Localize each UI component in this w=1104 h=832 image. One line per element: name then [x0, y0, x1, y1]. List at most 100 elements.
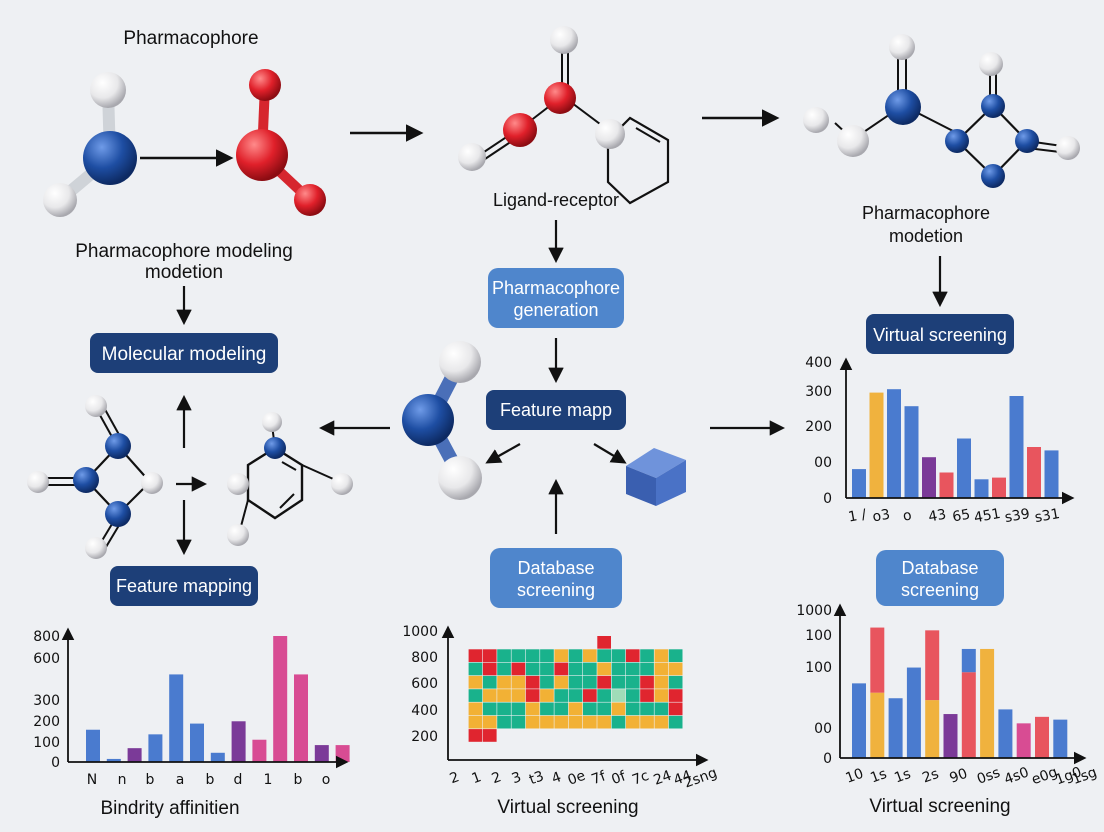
bind-x-tick: b — [146, 772, 155, 788]
box-database-screening-right[interactable]: Database screening — [876, 550, 1004, 606]
vtop-bar — [1009, 396, 1024, 498]
heat-cell — [611, 662, 626, 676]
heat-cell — [468, 649, 483, 662]
heat-cell — [482, 662, 497, 676]
heat-cell — [654, 702, 669, 716]
box-feature-mapping-left-label: Feature mapping — [116, 576, 252, 596]
vtop-bar — [957, 438, 971, 498]
heat-cell — [583, 675, 597, 689]
label-modeling-right-1: Pharmacophore — [862, 203, 990, 223]
bind-x-tick: a — [176, 772, 185, 788]
bind-bar — [314, 745, 329, 762]
bind-x-tick: n — [118, 772, 127, 788]
heat-cell — [625, 675, 640, 689]
heat-cell — [625, 662, 640, 676]
heat-y-tick: 400 — [411, 703, 438, 719]
vbot-bar-base — [906, 728, 921, 758]
heat-cell — [511, 715, 526, 729]
heat-cell — [525, 675, 540, 689]
box-db-center-line1: Database — [517, 558, 594, 578]
vbot-x-tick: 1s — [868, 766, 889, 787]
heat-cell — [625, 702, 640, 716]
heat-cell — [611, 649, 626, 662]
heat-cell — [554, 649, 569, 662]
vbot-bar-segment — [961, 648, 976, 673]
heat-cell — [525, 662, 540, 676]
heat-cell — [468, 729, 483, 742]
bind-y-tick: 300 — [33, 693, 60, 709]
heat-cell — [597, 662, 611, 676]
vtop-x-tick: o — [902, 507, 913, 524]
vbot-bar-base — [943, 728, 958, 758]
heat-cell — [554, 675, 569, 689]
heat-cell — [654, 662, 669, 676]
vtop-bar — [869, 392, 884, 498]
box-feature-map-center[interactable]: Feature mapp — [486, 390, 626, 430]
heat-cell — [468, 715, 483, 729]
box-feature-mapping-left[interactable]: Feature mapping — [110, 566, 258, 606]
heat-cell — [611, 675, 626, 689]
heat-cell — [668, 689, 683, 702]
heat-cell — [611, 702, 626, 716]
box-virtual-screening-top[interactable]: Virtual screening — [866, 314, 1014, 354]
box-pharmacophore-generation[interactable]: Pharmacophore generation — [488, 268, 624, 328]
heat-cell — [497, 649, 511, 662]
box-pharm-gen-line1: Pharmacophore — [492, 278, 620, 298]
heat-cell — [497, 662, 511, 676]
vtop-bar — [852, 469, 866, 498]
bind-bar — [106, 758, 121, 762]
vtop-x-tick: 43 — [927, 507, 947, 526]
arrow-feature-down-right — [593, 443, 627, 464]
heat-cell — [511, 689, 526, 702]
vtop-bar — [887, 389, 901, 498]
vbot-x-tick: 1s — [892, 766, 913, 787]
vbot-bar-segment — [852, 683, 866, 728]
vtop-y-tick: 400 — [805, 355, 832, 371]
vtop-bar — [922, 457, 936, 498]
box-database-screening-center[interactable]: Database screening — [490, 548, 622, 608]
heat-cell — [554, 702, 569, 716]
heat-cell — [468, 689, 483, 702]
label-modeling-right-2: modetion — [889, 226, 963, 246]
heat-cell — [640, 715, 654, 729]
bind-x-tick: b — [294, 772, 303, 788]
vtop-bar — [992, 477, 1006, 498]
vbot-bar-segment — [998, 709, 1013, 728]
heat-cell — [668, 675, 683, 689]
box-pharm-gen-line2: generation — [513, 300, 598, 320]
vbot-x-tick: 0ss — [975, 765, 1003, 788]
vbot-bar-base — [870, 728, 885, 758]
heat-cell — [654, 715, 669, 729]
heat-cell — [540, 702, 554, 716]
heat-cell — [568, 662, 583, 676]
heat-cell — [540, 649, 554, 662]
vbot-bar-segment — [870, 627, 885, 693]
box-virtual-screening-top-label: Virtual screening — [873, 325, 1007, 345]
heat-y-tick: 200 — [411, 729, 438, 745]
heat-cell — [540, 675, 554, 689]
vtop-x-tick: 451 — [973, 506, 1002, 526]
bind-x-tick: b — [206, 772, 215, 788]
vtop-x-tick: s39 — [1004, 506, 1032, 526]
bind-y-tick: 100 — [33, 735, 60, 751]
box-molecular-modeling[interactable]: Molecular modeling — [90, 333, 278, 373]
vbot-bar-segment — [1035, 716, 1049, 728]
heat-cell — [482, 715, 497, 729]
bind-y-tick: 600 — [33, 651, 60, 667]
molecule-top-left — [43, 69, 326, 217]
heat-cell — [597, 689, 611, 702]
vbot-bar-segment — [1053, 719, 1068, 728]
heat-cell — [654, 675, 669, 689]
bind-bar — [252, 739, 267, 762]
vtop-y-tick: 300 — [805, 384, 832, 400]
box-db-right-line2: screening — [901, 580, 979, 600]
heat-cell — [525, 702, 540, 716]
heat-cell — [540, 715, 554, 729]
heat-cell — [511, 702, 526, 716]
heat-cell — [482, 689, 497, 702]
heat-x-tick: 0f — [609, 768, 628, 788]
heat-cell — [625, 689, 640, 702]
heat-cell — [540, 689, 554, 702]
